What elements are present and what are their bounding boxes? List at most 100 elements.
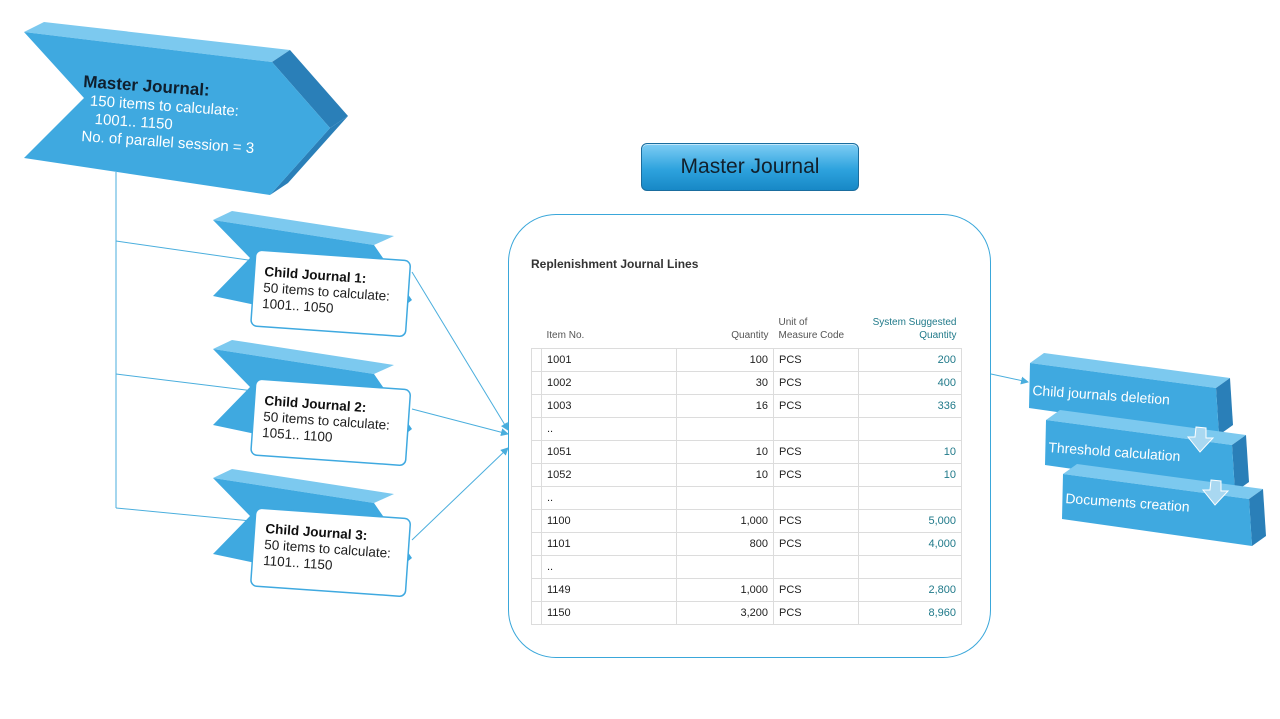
cell-suggested-quantity: 5,000 (858, 509, 962, 533)
step-down-arrows (1186, 426, 1230, 506)
replenishment-table: Item No. Quantity Unit of Measure Code S… (531, 312, 962, 625)
cell-uom: PCS (773, 371, 859, 395)
row-selector (531, 463, 542, 487)
master-journal-block: Master Journal: 150 items to calculate: … (79, 72, 259, 158)
cell-quantity: 1,000 (676, 578, 774, 602)
cell-item-no: 1051 (541, 440, 677, 464)
header-uom-line: Measure Code (778, 329, 845, 341)
table-header-row: Item No. Quantity Unit of Measure Code S… (532, 312, 962, 349)
master-journal-shape (24, 22, 348, 195)
cell-suggested-quantity: 200 (858, 348, 962, 372)
cell-suggested-quantity: 8,960 (858, 601, 962, 625)
replenishment-title: Replenishment Journal Lines (531, 257, 699, 271)
child-journal-1-block: Child Journal 1: 50 items to calculate: … (262, 264, 392, 321)
child-journal-3-shape (213, 469, 412, 597)
cell-suggested-quantity: 10 (858, 440, 962, 464)
cell-item-no: .. (541, 486, 677, 510)
header-selector (532, 312, 542, 349)
master-to-child-connectors (115, 172, 263, 523)
cell-uom: PCS (773, 348, 859, 372)
cell-item-no: 1149 (541, 578, 677, 602)
cell-suggested-quantity (858, 486, 962, 510)
child-journal-2-block: Child Journal 2: 50 items to calculate: … (262, 393, 392, 450)
cell-item-no: 1100 (541, 509, 677, 533)
cell-uom: PCS (773, 463, 859, 487)
cell-suggested-quantity: 336 (858, 394, 962, 418)
cell-quantity: 100 (676, 348, 774, 372)
row-selector (531, 440, 542, 464)
row-selector (531, 417, 542, 441)
cell-item-no: .. (541, 417, 677, 441)
cell-uom: PCS (773, 601, 859, 625)
cell-quantity: 30 (676, 371, 774, 395)
cell-item-no: 1150 (541, 601, 677, 625)
table-row[interactable]: .. (531, 486, 962, 510)
cell-suggested-quantity (858, 417, 962, 441)
child-journal-2-shape (213, 340, 412, 466)
cell-suggested-quantity (858, 555, 962, 579)
row-selector (531, 509, 542, 533)
header-suggested-quantity[interactable]: System Suggested Quantity (859, 312, 962, 349)
cell-quantity (676, 486, 774, 510)
cell-suggested-quantity: 400 (858, 371, 962, 395)
down-arrow-icon (1186, 426, 1215, 453)
cell-uom: PCS (773, 532, 859, 556)
header-quantity[interactable]: Quantity (731, 329, 769, 341)
child-to-master-arrows (411, 271, 509, 541)
child-journal-3-block: Child Journal 3: 50 items to calculate: … (263, 521, 393, 578)
cell-uom: PCS (773, 578, 859, 602)
table-to-steps-arrow (990, 373, 1029, 385)
row-selector (531, 348, 542, 372)
header-uom[interactable]: Unit of Measure Code (774, 312, 859, 349)
cell-quantity: 1,000 (676, 509, 774, 533)
cell-item-no: 1101 (541, 532, 677, 556)
down-arrow-icon (1201, 479, 1230, 506)
table-row[interactable]: .. (531, 417, 962, 441)
cell-quantity: 16 (676, 394, 774, 418)
cell-quantity (676, 555, 774, 579)
step-1-shape (1029, 353, 1233, 435)
cell-uom (773, 417, 859, 441)
cell-quantity: 10 (676, 440, 774, 464)
cell-uom: PCS (773, 509, 859, 533)
master-journal-button[interactable]: Master Journal (641, 143, 859, 191)
cell-quantity: 3,200 (676, 601, 774, 625)
cell-suggested-quantity: 10 (858, 463, 962, 487)
table-row[interactable]: .. (531, 555, 962, 579)
row-selector (531, 532, 542, 556)
cell-item-no: 1002 (541, 371, 677, 395)
row-selector (531, 578, 542, 602)
row-selector (531, 486, 542, 510)
cell-uom (773, 486, 859, 510)
cell-quantity (676, 417, 774, 441)
header-suggested-line: Quantity (919, 329, 957, 341)
header-suggested-line: System Suggested (872, 317, 957, 328)
cell-suggested-quantity: 4,000 (858, 532, 962, 556)
cell-item-no: 1052 (541, 463, 677, 487)
cell-item-no: 1003 (541, 394, 677, 418)
header-item-no[interactable]: Item No. (546, 329, 585, 341)
cell-item-no: 1001 (541, 348, 677, 372)
cell-uom: PCS (773, 394, 859, 418)
header-uom-line: Unit of (778, 317, 808, 328)
replenishment-panel: Replenishment Journal Lines Item No. Qua… (508, 214, 991, 658)
row-selector (531, 601, 542, 625)
row-selector (531, 394, 542, 418)
cell-uom: PCS (773, 440, 859, 464)
child-journal-1-shape (213, 211, 412, 337)
row-selector (531, 555, 542, 579)
cell-item-no: .. (541, 555, 677, 579)
cell-quantity: 800 (676, 532, 774, 556)
cell-suggested-quantity: 2,800 (858, 578, 962, 602)
